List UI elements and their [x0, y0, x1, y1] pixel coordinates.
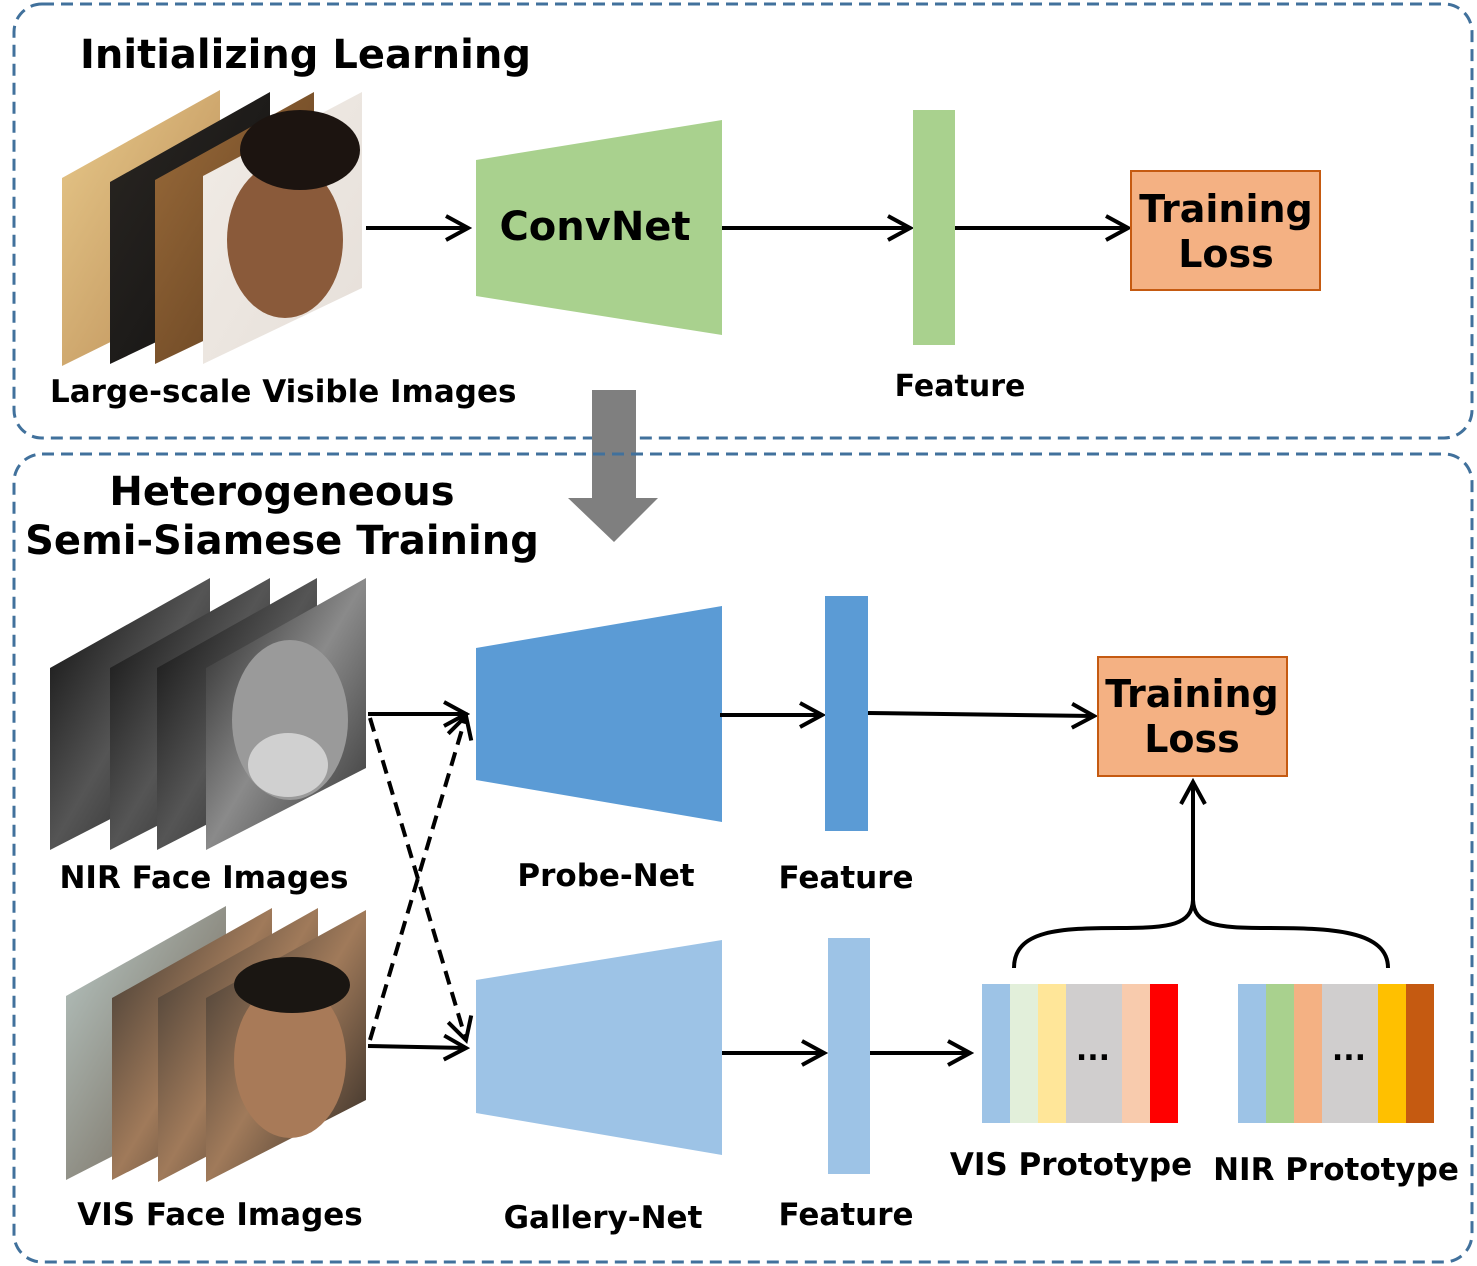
stage2-training-loss-box [1097, 656, 1288, 777]
vis-image-stack [66, 906, 366, 1182]
dashed-arrow-vis-to-probe [368, 716, 466, 1041]
stage1-title: Initializing Learning [80, 32, 531, 78]
probe-feature-label: Feature [778, 860, 913, 896]
nir-prototype-ellipsis: ... [1332, 1033, 1366, 1068]
nir-prototype-cell [1406, 984, 1434, 1123]
stage2-loss-line2: Loss [1144, 717, 1240, 761]
convnet-label: ConvNet [499, 204, 690, 250]
stage2-title-line2: Semi-Siamese Training [25, 518, 539, 564]
gallery-net-block [476, 940, 722, 1155]
convnet-block [476, 120, 722, 335]
stage2-title-line1: Heterogeneous [109, 469, 454, 515]
nir-prototype-cell [1294, 984, 1322, 1123]
nir-prototype-cell [1322, 984, 1378, 1123]
vis-prototype-bank [982, 984, 1178, 1123]
vis-prototype-ellipsis: ... [1076, 1033, 1110, 1068]
nir-image-stack [50, 578, 366, 850]
arrow-vis-to-gallery [367, 1046, 466, 1048]
nir-prototype-cell [1378, 984, 1406, 1123]
vis-prototype-cell [1010, 984, 1038, 1123]
feature-bar [913, 110, 955, 345]
vis-prototype-label: VIS Prototype [950, 1147, 1192, 1183]
vis-prototype-cell [1066, 984, 1122, 1123]
probe-feature-bar [825, 596, 868, 831]
hair [240, 110, 360, 190]
vis-prototype-cell [1150, 984, 1178, 1123]
stage2-loss-line1: Training [1105, 672, 1279, 716]
gallery-feature-label: Feature [778, 1197, 913, 1233]
stage1-feature-label: Feature [895, 369, 1026, 404]
gallery-net-label: Gallery-Net [504, 1200, 703, 1236]
dashed-arrow-nir-to-gallery [368, 717, 466, 1040]
stage1-panel [12, 2, 1474, 440]
vis-images-label: VIS Face Images [77, 1197, 363, 1233]
probe-net-block [476, 606, 722, 822]
stage1-training-loss-box [1130, 170, 1321, 291]
prototype-brace [1012, 899, 1390, 969]
vis-prototype-cell [982, 984, 1010, 1123]
visible-images-label: Large-scale Visible Images [50, 374, 516, 410]
stage1-loss-line2: Loss [1178, 232, 1274, 276]
nir-prototype-bank [1238, 984, 1434, 1123]
gallery-feature-bar [828, 938, 870, 1174]
nir-prototype-label: NIR Prototype [1213, 1152, 1459, 1188]
vis-hair [234, 957, 350, 1013]
face-portrait [227, 162, 343, 318]
vis-face-portrait [234, 982, 346, 1138]
visible-image-stack [62, 90, 362, 366]
nir-prototype-cell [1238, 984, 1266, 1123]
probe-net-label: Probe-Net [517, 858, 694, 894]
stage1-loss-line1: Training [1139, 187, 1313, 231]
nir-mask [248, 733, 328, 797]
arrow-probe-feature-to-loss [867, 713, 1094, 716]
nir-images-label: NIR Face Images [59, 860, 348, 896]
vis-prototype-cell [1122, 984, 1150, 1123]
vis-prototype-cell [1038, 984, 1066, 1123]
stage-transition-arrow [568, 390, 658, 542]
nir-prototype-cell [1266, 984, 1294, 1123]
